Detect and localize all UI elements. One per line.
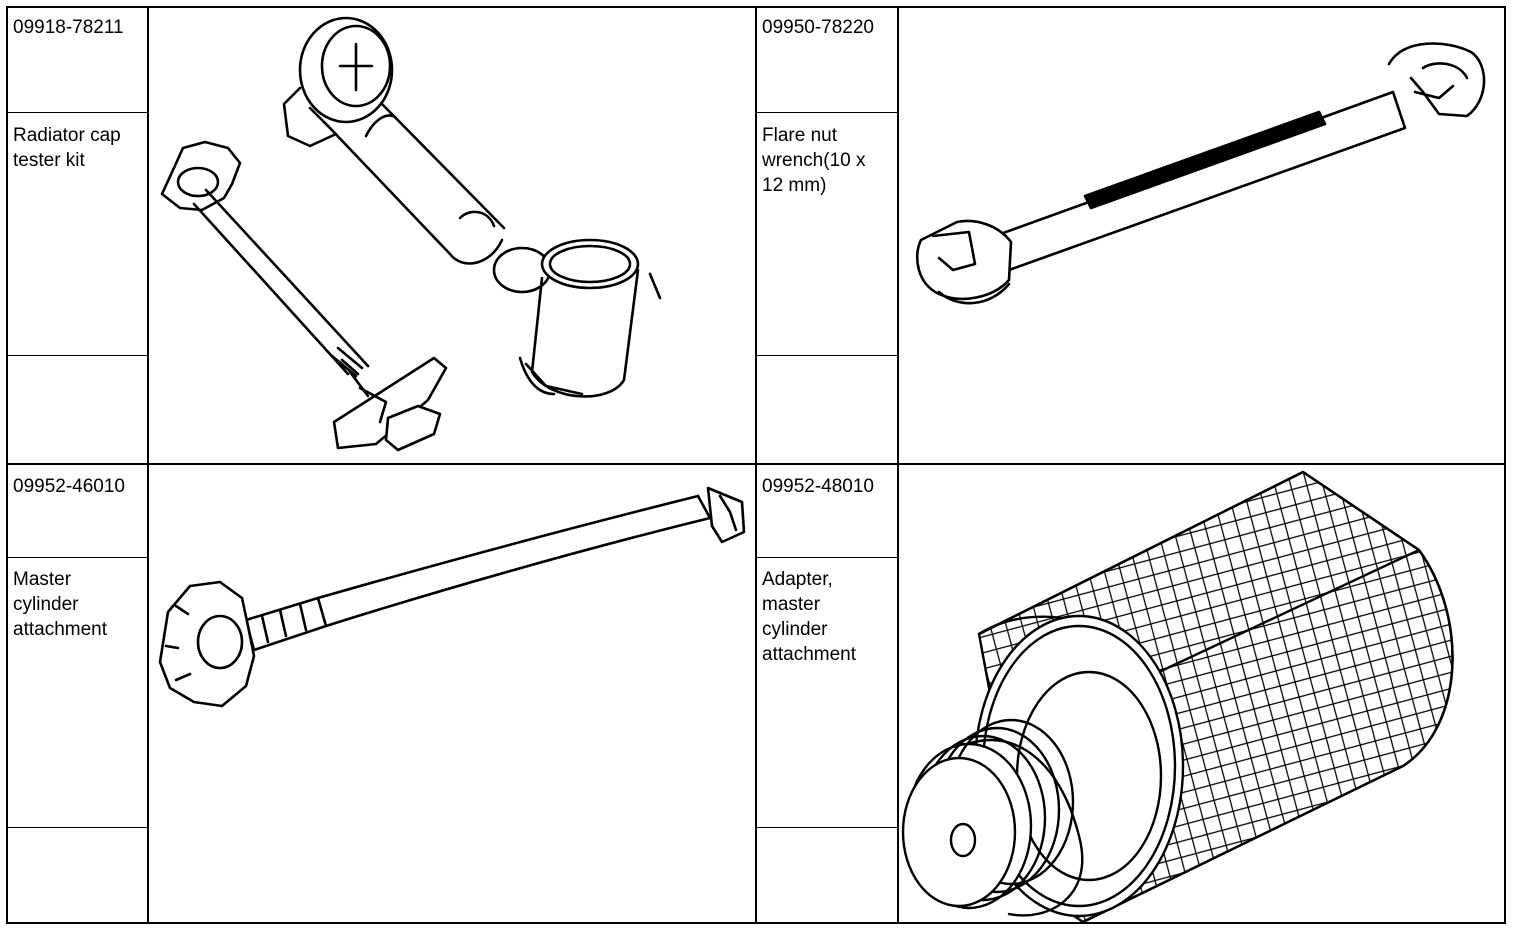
cell-divider bbox=[756, 112, 898, 113]
cell-divider bbox=[7, 827, 148, 828]
column-divider bbox=[755, 7, 757, 923]
tool-name: Radiator cap tester kit bbox=[13, 125, 121, 171]
part-number: 09952-46010 bbox=[13, 476, 125, 497]
cell-divider bbox=[7, 557, 148, 558]
cell-divider bbox=[756, 827, 898, 828]
row-divider bbox=[7, 463, 1505, 465]
tool-name: Master cylinder attachment bbox=[13, 569, 107, 640]
knurled-threaded-adapter-icon bbox=[899, 466, 1504, 922]
part-number: 09950-78220 bbox=[762, 17, 874, 38]
tool-name: Flare nut wrench(10 x 12 mm) bbox=[762, 125, 866, 196]
cell-divider bbox=[756, 557, 898, 558]
column-divider bbox=[897, 7, 899, 923]
cell-divider bbox=[7, 112, 148, 113]
radiator-cap-tester-kit-icon bbox=[150, 8, 754, 462]
cell-divider bbox=[756, 355, 898, 356]
column-divider bbox=[147, 7, 149, 923]
part-number: 09918-78211 bbox=[13, 17, 124, 38]
cell-divider bbox=[7, 355, 148, 356]
master-cylinder-attachment-hose-icon bbox=[150, 466, 754, 824]
flare-nut-wrench-icon bbox=[899, 8, 1504, 462]
part-number: 09952-48010 bbox=[762, 476, 874, 497]
tool-name: Adapter, master cylinder attachment bbox=[762, 569, 856, 665]
